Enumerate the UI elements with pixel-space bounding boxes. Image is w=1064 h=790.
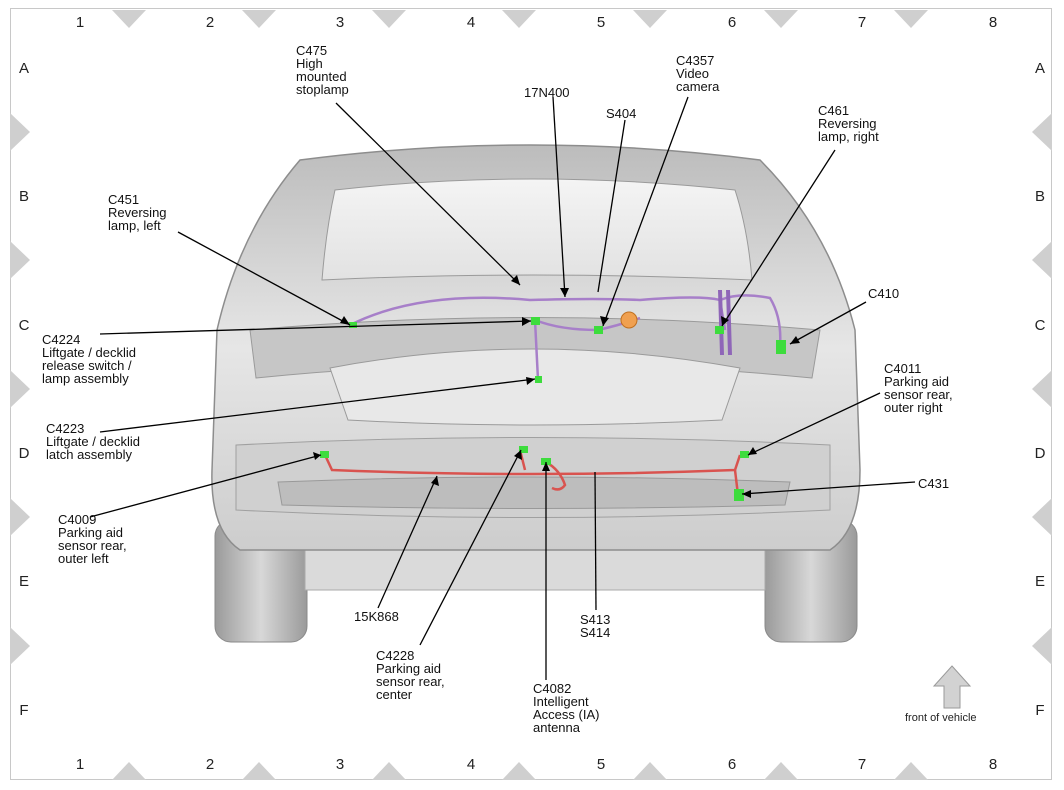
callout-c475: C475 High mounted stoplamp: [296, 43, 349, 97]
callout-c4009: C4009 Parking aid sensor rear, outer lef…: [58, 512, 127, 566]
video-camera-body: [620, 311, 638, 329]
arrowheads: [313, 275, 800, 498]
row-label-left: C: [18, 317, 30, 334]
row-label-left: A: [18, 60, 29, 77]
callout-c451: C451 Reversing lamp, left: [108, 192, 167, 233]
col-label-bottom: 3: [335, 756, 345, 773]
callout-c4223: C4223 Liftgate / decklid latch assembly: [46, 421, 140, 462]
callout-c461: C461 Reversing lamp, right: [818, 103, 879, 144]
row-label-right: A: [1034, 60, 1045, 77]
row-label-left: B: [18, 188, 29, 205]
front-of-vehicle-arrow-icon: [932, 665, 972, 709]
row-label-left: E: [18, 573, 29, 590]
col-label-top: 6: [727, 14, 737, 31]
front-of-vehicle-label: front of vehicle: [905, 712, 977, 724]
row-label-right: C: [1034, 317, 1046, 334]
col-label-bottom: 7: [857, 756, 867, 773]
col-label-top: 1: [75, 14, 85, 31]
col-label-bottom: 2: [205, 756, 215, 773]
connectors: [320, 317, 786, 501]
col-label-top: 3: [335, 14, 345, 31]
callout-c4357: C4357 Video camera: [676, 53, 720, 94]
row-label-right: D: [1034, 445, 1046, 462]
col-label-top: 5: [596, 14, 606, 31]
callout-c4011: C4011 Parking aid sensor rear, outer rig…: [884, 361, 953, 415]
callout-c4228: C4228 Parking aid sensor rear, center: [376, 648, 445, 702]
border-markers: [10, 10, 1052, 780]
col-label-bottom: 8: [988, 756, 998, 773]
callout-c431: C431: [918, 476, 950, 491]
row-label-right: F: [1035, 702, 1045, 719]
callout-15k868: 15K868: [354, 609, 399, 624]
col-label-bottom: 6: [727, 756, 737, 773]
callout-s413-s414: S413 S414: [580, 612, 611, 640]
car-rear-view: [211, 144, 861, 643]
callout-s404: S404: [606, 106, 637, 121]
col-label-bottom: 1: [75, 756, 85, 773]
leader-lines: [89, 96, 916, 680]
col-label-top: 4: [466, 14, 476, 31]
callout-17n400: 17N400: [524, 85, 570, 100]
col-label-top: 7: [857, 14, 867, 31]
callout-c4224: C4224 Liftgate / decklid release switch …: [42, 332, 136, 386]
col-label-bottom: 4: [466, 756, 476, 773]
col-label-top: 8: [988, 14, 998, 31]
col-label-bottom: 5: [596, 756, 606, 773]
callout-c410: C410: [868, 286, 900, 301]
row-label-right: B: [1034, 188, 1045, 205]
row-label-left: D: [18, 445, 30, 462]
col-label-top: 2: [205, 14, 215, 31]
callout-c4082: C4082 Intelligent Access (IA) antenna: [533, 681, 600, 735]
row-label-right: E: [1034, 573, 1045, 590]
row-label-left: F: [19, 702, 29, 719]
